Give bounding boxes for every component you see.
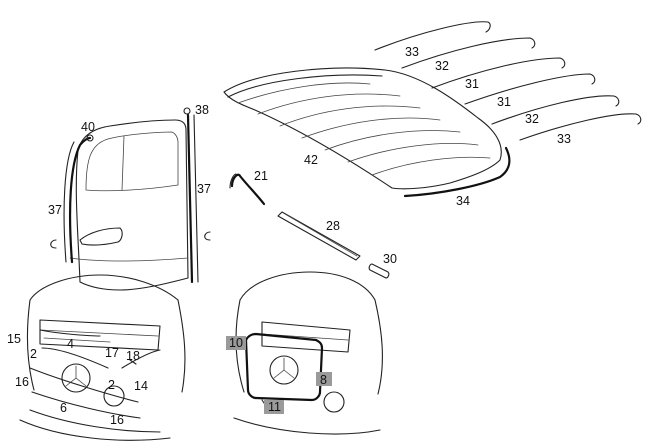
callout-16-right: 16 [110, 413, 124, 427]
trim-parts [229, 173, 390, 279]
callout-8-box [316, 372, 332, 386]
callout-33-lower: 33 [557, 132, 571, 146]
callout-32-upper: 32 [435, 59, 449, 73]
callout-32-lower: 32 [525, 112, 539, 126]
callout-2-right: 2 [108, 378, 115, 392]
callout-28: 28 [326, 219, 340, 233]
callout-16-left: 16 [15, 375, 29, 389]
callout-42: 42 [304, 153, 318, 167]
door [50, 107, 211, 291]
callout-40: 40 [81, 120, 95, 134]
callout-8: 8 [320, 373, 327, 387]
callout-4: 4 [67, 337, 74, 351]
callout-10-box [226, 336, 246, 350]
callout-18: 18 [126, 349, 140, 363]
roof-panel [223, 67, 511, 198]
callout-33-upper: 33 [405, 45, 419, 59]
callout-31-lower: 31 [497, 95, 511, 109]
front-view-right [233, 271, 383, 435]
callout-10: 10 [229, 336, 243, 350]
callout-15: 15 [7, 332, 21, 346]
front-view-left [19, 274, 186, 441]
callout-2-left: 2 [30, 347, 37, 361]
roof-strips-lower [464, 73, 642, 141]
callout-31-upper: 31 [465, 77, 479, 91]
callout-37-right: 37 [197, 182, 211, 196]
callout-17: 17 [105, 346, 119, 360]
callout-34: 34 [456, 194, 470, 208]
callout-6: 6 [60, 401, 67, 415]
callout-11: 11 [268, 400, 281, 414]
callout-21: 21 [254, 169, 268, 183]
callout-30: 30 [383, 252, 397, 266]
callout-14: 14 [134, 379, 148, 393]
callout-11-box [264, 400, 284, 414]
roof-strips-upper [374, 21, 566, 89]
callout-37-left: 37 [48, 203, 62, 217]
callout-38: 38 [195, 103, 209, 117]
